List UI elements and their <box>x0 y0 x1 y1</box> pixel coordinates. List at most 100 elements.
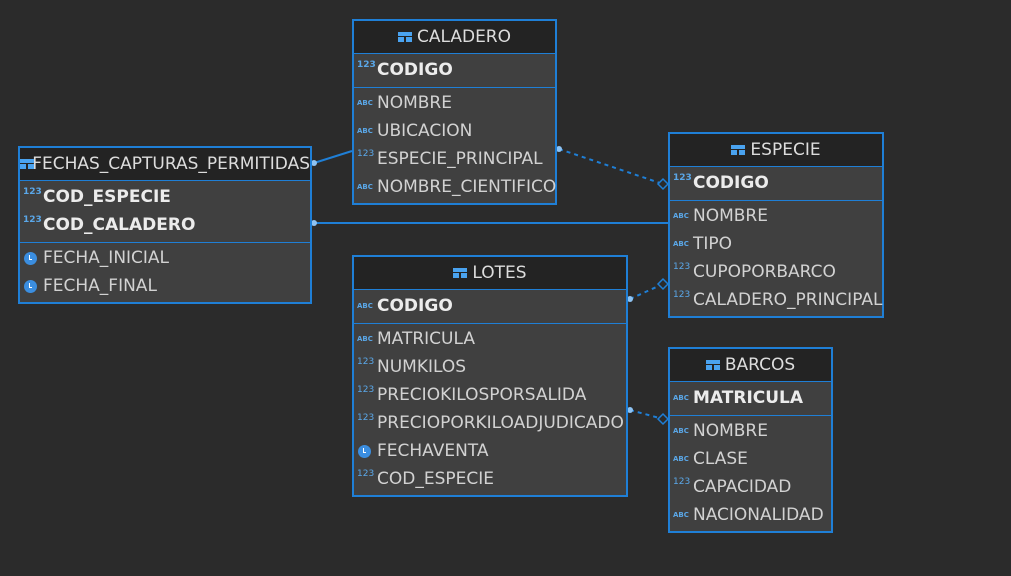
text-type-icon: ABC <box>357 335 373 343</box>
numeric-type-icon: 123 <box>357 149 375 159</box>
column-name: CAPACIDAD <box>693 477 792 497</box>
entity-header[interactable]: LOTES <box>354 257 626 290</box>
numeric-type-icon: 123 <box>673 477 691 487</box>
numeric-type-icon: 123 <box>357 413 375 423</box>
text-type-icon: ABC <box>357 127 373 135</box>
table-icon <box>397 32 412 42</box>
relation-start-dot <box>556 146 562 152</box>
entity-title: CALADERO <box>416 27 511 47</box>
entity-header[interactable]: ESPECIE <box>670 134 882 167</box>
numeric-type-icon: 123 <box>673 173 692 183</box>
relation-end-diamond <box>656 277 670 291</box>
relation-lotes-especie[interactable] <box>629 283 664 300</box>
text-type-icon: ABC <box>357 302 373 310</box>
column-name: NACIONALIDAD <box>693 505 824 525</box>
table-icon <box>20 159 34 169</box>
entity-column[interactable]: FECHAVENTA <box>354 437 626 465</box>
column-name: CODIGO <box>377 60 453 80</box>
column-name: CODIGO <box>693 173 769 193</box>
text-type-icon: ABC <box>673 455 689 463</box>
entity-title: BARCOS <box>724 355 796 375</box>
entity-column[interactable]: FECHA_FINAL <box>20 272 310 300</box>
table-icon <box>453 268 468 278</box>
column-name: FECHA_INICIAL <box>43 248 170 268</box>
text-type-icon: ABC <box>673 394 689 402</box>
clock-icon <box>24 251 37 265</box>
text-type-icon: ABC <box>673 212 689 220</box>
numeric-type-icon: 123 <box>23 187 42 197</box>
entity-title: ESPECIE <box>750 140 821 160</box>
entity-column[interactable]: ABC CLASE <box>670 445 831 473</box>
column-name: CUPOPORBARCO <box>693 262 836 282</box>
entity-column[interactable]: FECHA_INICIAL <box>20 244 310 272</box>
entity-header[interactable]: CALADERO <box>354 21 555 54</box>
text-type-icon: ABC <box>357 183 373 191</box>
relation-start-dot <box>311 160 317 166</box>
table-icon <box>731 145 746 155</box>
relation-fechas-caladero[interactable] <box>313 150 353 164</box>
entity-title: LOTES <box>472 263 527 283</box>
text-type-icon: ABC <box>673 427 689 435</box>
column-name: COD_ESPECIE <box>43 187 171 207</box>
numeric-type-icon: 123 <box>357 60 376 70</box>
column-name: CLASE <box>693 449 748 469</box>
primary-key-column[interactable]: ABC MATRICULA <box>670 384 831 412</box>
entity-column[interactable]: ABC NOMBRE <box>670 417 831 445</box>
column-name: COD_CALADERO <box>43 215 196 235</box>
numeric-type-icon: 123 <box>23 215 42 225</box>
column-name: FECHAVENTA <box>377 441 489 461</box>
entity-header[interactable]: FECHAS_CAPTURAS_PERMITIDAS <box>20 148 310 181</box>
text-type-icon: ABC <box>673 240 689 248</box>
entity-title: FECHAS_CAPTURAS_PERMITIDAS <box>32 154 310 174</box>
column-name: TIPO <box>693 234 733 254</box>
numeric-type-icon: 123 <box>357 357 375 367</box>
column-name: NOMBRE <box>693 421 768 441</box>
entity-header[interactable]: BARCOS <box>670 349 831 382</box>
relation-end-diamond <box>656 412 670 426</box>
relation-caladero-especie[interactable] <box>558 148 664 185</box>
numeric-type-icon: 123 <box>357 385 375 395</box>
primary-key-section: ABC MATRICULA <box>670 382 831 416</box>
relation-start-dot <box>627 407 633 413</box>
relation-lotes-barcos[interactable] <box>629 409 664 420</box>
column-name: PRECIOPORKILOADJUDICADO <box>377 413 624 433</box>
numeric-type-icon: 123 <box>357 469 375 479</box>
entity-column[interactable]: ABC TIPO <box>670 230 882 258</box>
column-name: MATRICULA <box>693 388 804 408</box>
relation-start-dot <box>311 220 317 226</box>
relation-start-dot <box>627 296 633 302</box>
column-name: NUMKILOS <box>377 357 467 377</box>
